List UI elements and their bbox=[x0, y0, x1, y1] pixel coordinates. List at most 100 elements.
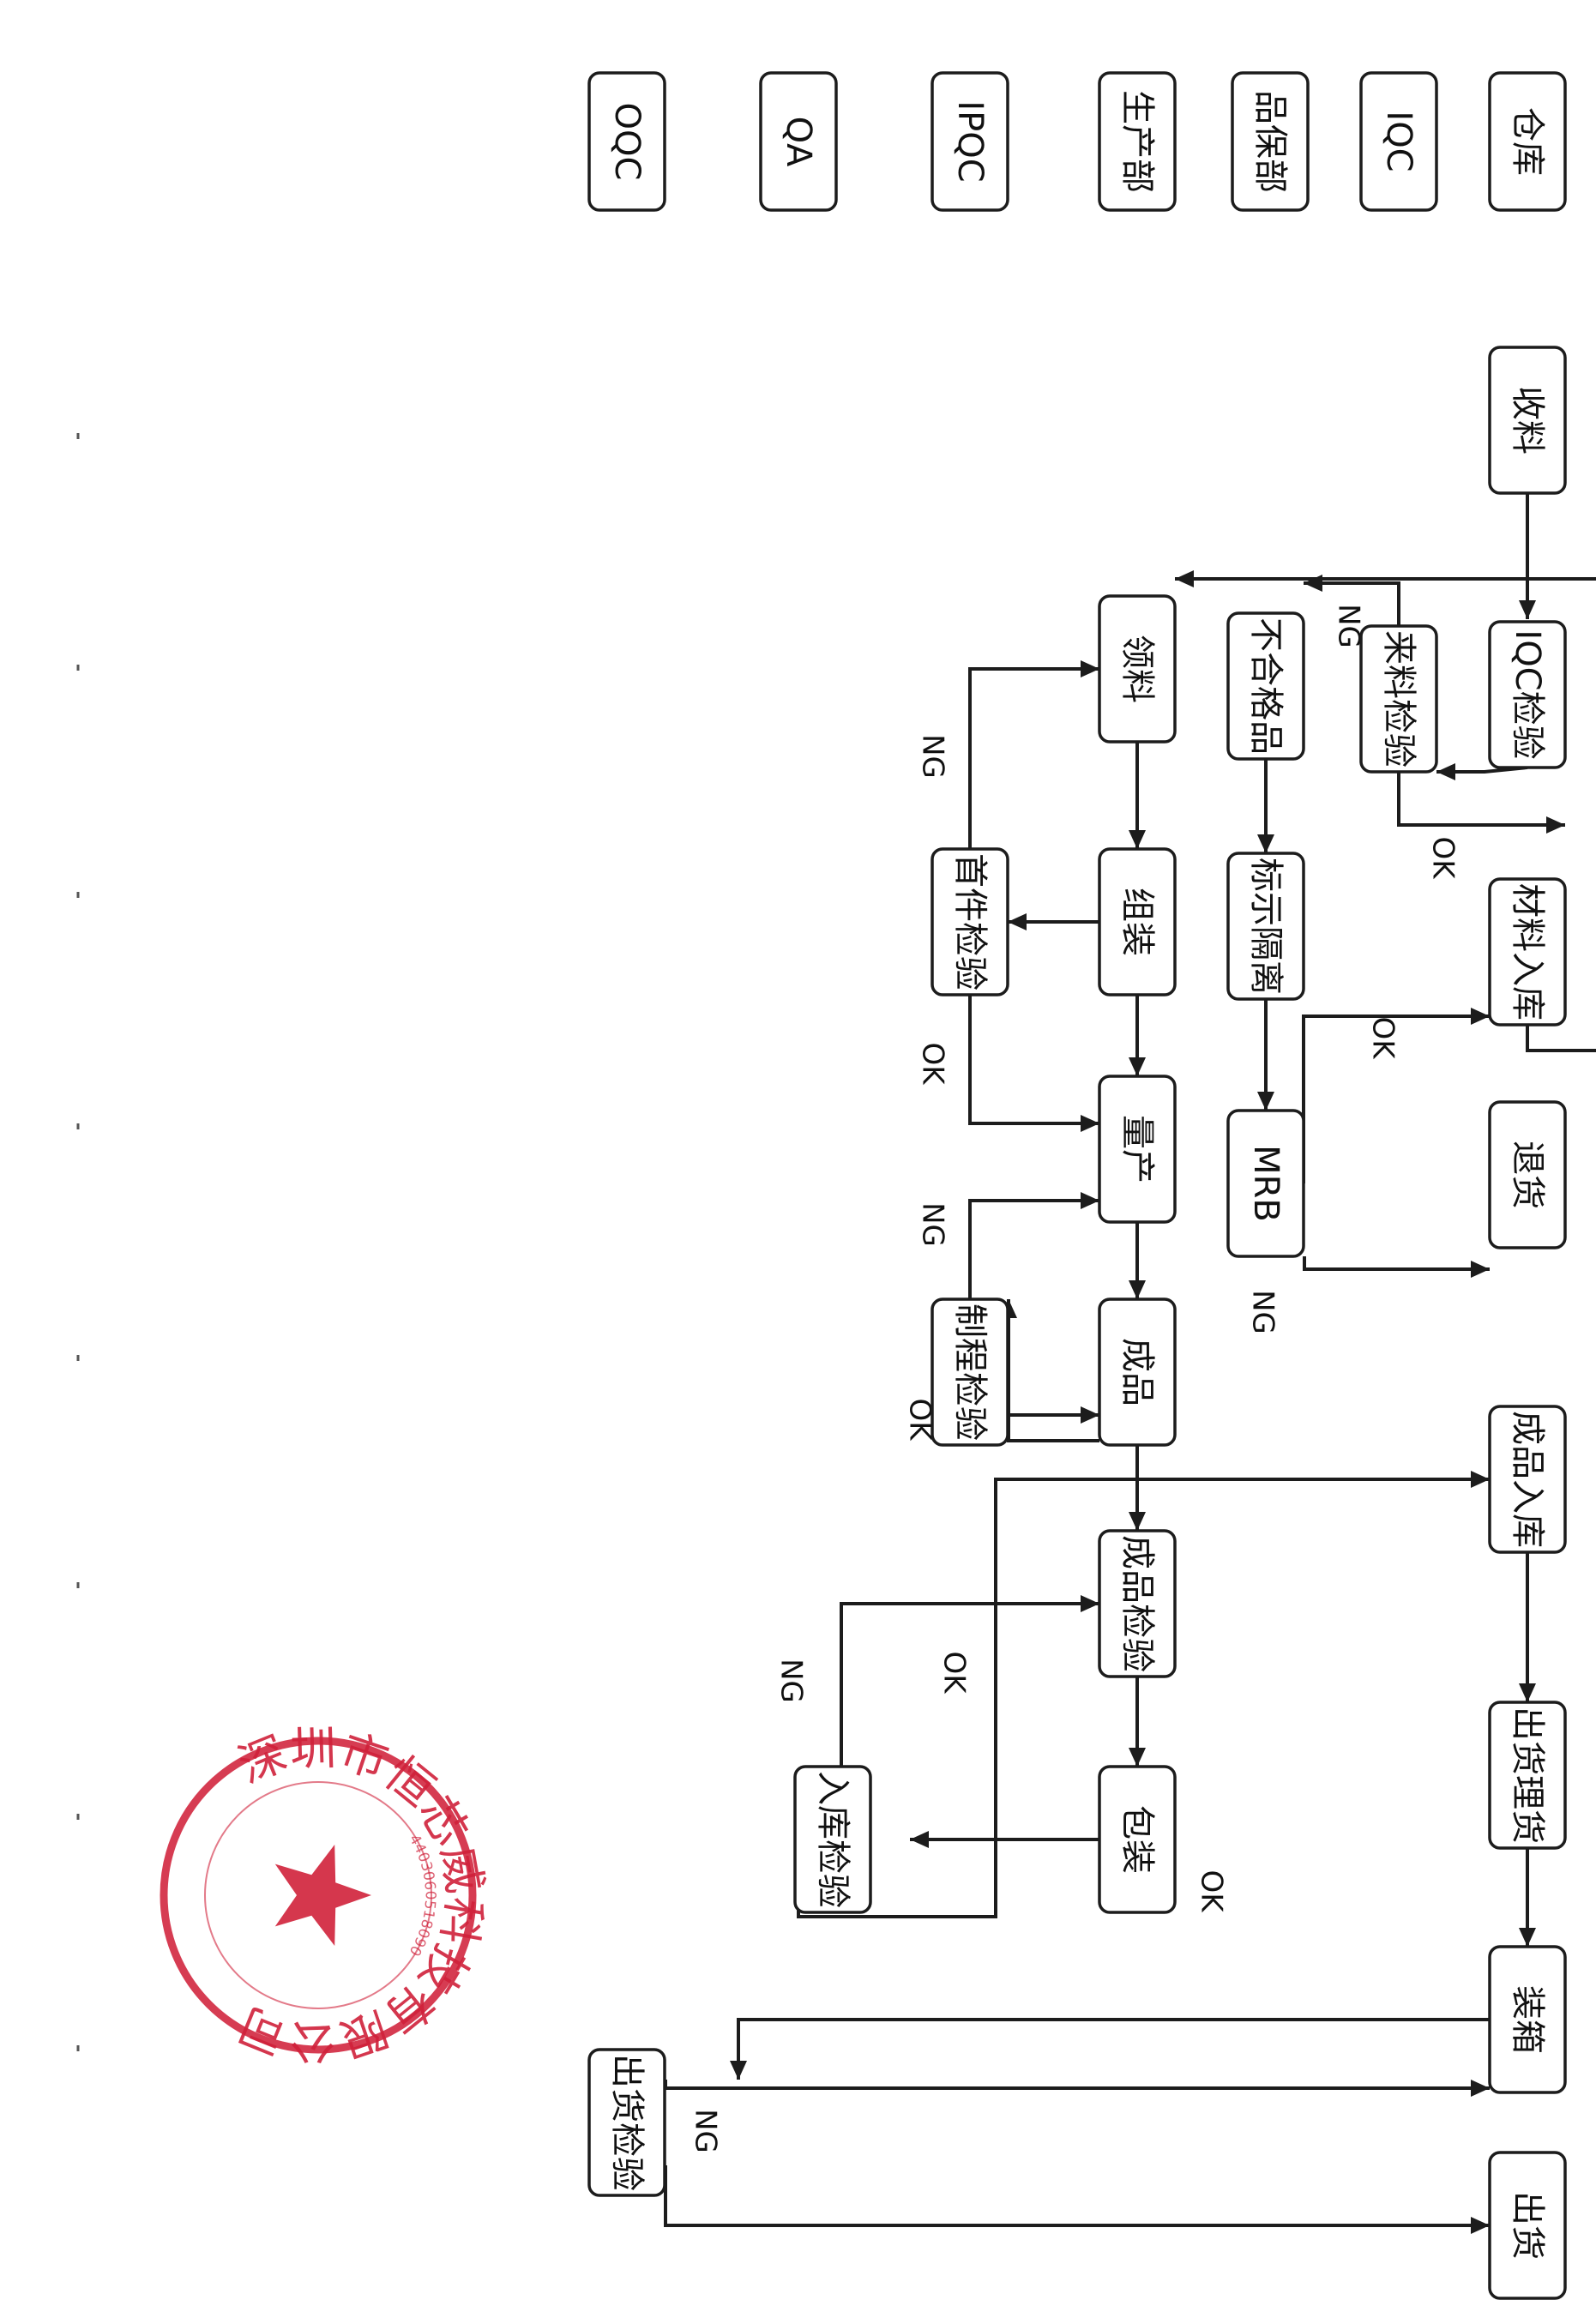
arrowhead bbox=[1175, 570, 1194, 587]
node-pick-material: 领料 bbox=[1098, 594, 1177, 744]
edge-boxing-to-outgoing-check bbox=[730, 2018, 1490, 2080]
edge-nonconforming-to-mark-isolate bbox=[1257, 759, 1274, 853]
node-label: 组装 bbox=[1117, 888, 1157, 956]
seal-star-icon bbox=[274, 1845, 371, 1946]
edge-incoming-check-to-material-in bbox=[1397, 772, 1565, 834]
arrowhead bbox=[1471, 1471, 1490, 1488]
edge-label-ng: NG bbox=[689, 2109, 723, 2153]
svg-text:OK: OK bbox=[1195, 1869, 1229, 1913]
edge-outgoing-check-to-ship bbox=[664, 2165, 1490, 2234]
node-first-article: 首件检验 bbox=[930, 847, 1009, 996]
node-assembly: 组装 bbox=[1098, 847, 1177, 996]
swimlane-production: 生产部 bbox=[1098, 71, 1177, 212]
svg-text:OK: OK bbox=[1426, 836, 1460, 880]
edge-first-article-to-pick-material bbox=[968, 660, 1099, 849]
edge-label-ng: NG bbox=[1246, 1290, 1280, 1334]
node-finished-in: 成品入库 bbox=[1488, 1405, 1567, 1554]
node-return-goods: 退货 bbox=[1488, 1100, 1567, 1249]
arrowhead bbox=[1081, 1115, 1099, 1132]
swimlane-qa: QA bbox=[759, 71, 838, 212]
svg-text:NG: NG bbox=[774, 1659, 809, 1703]
arrowhead bbox=[730, 2061, 747, 2080]
node-iqc-check: IQC检验 bbox=[1488, 620, 1567, 769]
node-ship: 出货 bbox=[1488, 2151, 1567, 2300]
svg-text:NG: NG bbox=[1246, 1290, 1280, 1334]
node-storage-check: 入库检验 bbox=[793, 1765, 872, 1914]
node-label: 包装 bbox=[1117, 1805, 1157, 1874]
node-mark-isolate: 标示隔离 bbox=[1226, 852, 1305, 1001]
node-process-check: 制程检验 bbox=[930, 1297, 1009, 1447]
swimlane-label: IPQC bbox=[950, 100, 990, 182]
node-label: 领料 bbox=[1117, 635, 1157, 703]
edge-label-ok: OK bbox=[937, 1651, 972, 1695]
edge-material-in-to-pick-material bbox=[1175, 570, 1596, 1052]
arrowhead bbox=[1519, 1928, 1536, 1947]
swimlane-label: IQC bbox=[1379, 111, 1418, 172]
arrowhead bbox=[1129, 830, 1146, 849]
edge-label-ng: NG bbox=[916, 1202, 950, 1247]
node-label: 出货理货 bbox=[1508, 1707, 1547, 1844]
svg-text:OK: OK bbox=[1366, 1016, 1400, 1060]
edge-assembly-to-first-article bbox=[1008, 913, 1099, 930]
edge-shipment-prep-to-boxing bbox=[1519, 1848, 1536, 1947]
arrowhead bbox=[1081, 1406, 1099, 1424]
node-label: 退货 bbox=[1508, 1141, 1547, 1209]
node-label: 材料入库 bbox=[1508, 883, 1547, 1021]
arrowhead bbox=[1081, 1192, 1099, 1209]
edge-label-ok: OK bbox=[1426, 836, 1460, 880]
node-outgoing-check: 出货检验 bbox=[587, 2048, 666, 2197]
edge-label-ok: OK bbox=[1195, 1869, 1229, 1913]
arrowhead bbox=[1257, 834, 1274, 853]
node-label: 量产 bbox=[1117, 1115, 1157, 1183]
edge-packing-to-storage-check bbox=[910, 1831, 1099, 1848]
arrowhead bbox=[1257, 1092, 1274, 1111]
swimlane-quality: 品保部 bbox=[1231, 71, 1310, 212]
node-label: 收料 bbox=[1508, 386, 1547, 455]
arrowhead bbox=[1471, 2217, 1490, 2234]
node-label: 成品检验 bbox=[1117, 1535, 1157, 1672]
node-label: 成品 bbox=[1117, 1338, 1157, 1406]
arrowhead bbox=[1546, 816, 1565, 834]
swimlane-label: QA bbox=[779, 117, 818, 167]
swimlane-label: 生产部 bbox=[1117, 90, 1157, 193]
edge-label-ok: OK bbox=[916, 1042, 950, 1086]
node-finished-product: 成品 bbox=[1098, 1297, 1177, 1447]
node-label: 首件检验 bbox=[950, 853, 990, 990]
arrowhead bbox=[1129, 1748, 1146, 1767]
edge-finished-in-to-shipment-prep bbox=[1519, 1552, 1536, 1702]
edge-first-article-to-mass-production bbox=[968, 995, 1099, 1132]
edge-label-ok: OK bbox=[1366, 1016, 1400, 1060]
node-incoming-check: 来料检验 bbox=[1359, 624, 1438, 774]
arrowhead bbox=[1471, 1008, 1490, 1025]
edge-outgoing-check-to-boxing bbox=[664, 2080, 1490, 2097]
arrowhead bbox=[1129, 1057, 1146, 1076]
node-label: 入库检验 bbox=[813, 1771, 852, 1908]
node-mrb: MRB bbox=[1226, 1109, 1305, 1258]
node-finished-check: 成品检验 bbox=[1098, 1529, 1177, 1678]
node-shipment-prep: 出货理货 bbox=[1488, 1701, 1567, 1850]
node-label: MRB bbox=[1246, 1145, 1286, 1222]
node-label: 装箱 bbox=[1508, 1985, 1547, 2054]
node-label: IQC检验 bbox=[1508, 629, 1547, 759]
svg-text:NG: NG bbox=[916, 1202, 950, 1247]
node-receive: 收料 bbox=[1488, 346, 1567, 495]
node-label: 制程检验 bbox=[950, 1304, 990, 1441]
swimlane-label: OQC bbox=[607, 103, 647, 181]
node-mass-production: 量产 bbox=[1098, 1075, 1177, 1224]
arrowhead bbox=[1081, 1595, 1099, 1612]
edge-label-ng: NG bbox=[774, 1659, 809, 1703]
arrowhead bbox=[1436, 763, 1455, 780]
edge-storage-check-to-finished-in bbox=[797, 1471, 1490, 1918]
arrowhead bbox=[1081, 660, 1099, 677]
swimlane-iqc: IQC bbox=[1359, 71, 1438, 212]
edge-finished-check-to-packing bbox=[1129, 1677, 1146, 1767]
edge-assembly-to-mass-production bbox=[1129, 995, 1146, 1076]
node-packing: 包装 bbox=[1098, 1765, 1177, 1914]
edge-receive-to-iqc-check bbox=[1519, 493, 1536, 619]
svg-text:OK: OK bbox=[916, 1042, 950, 1086]
edge-mrb-to-return-goods bbox=[1303, 1256, 1490, 1278]
